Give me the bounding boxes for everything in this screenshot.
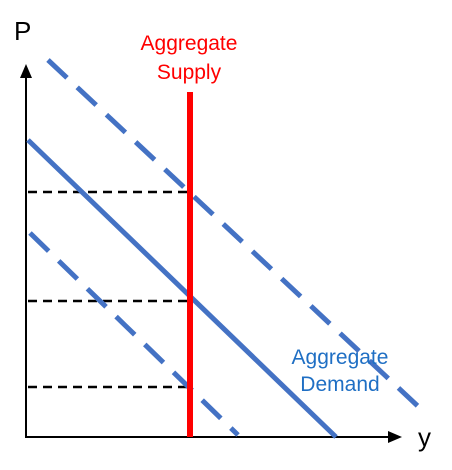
x-axis-label: y — [418, 422, 431, 452]
y-axis-arrow-icon — [20, 64, 32, 78]
y-axis-label: P — [14, 16, 31, 46]
x-axis-arrow-icon — [388, 431, 402, 443]
aggregate-demand-label-line2: Demand — [300, 373, 379, 396]
aggregate-demand-shifted-left — [28, 231, 240, 437]
aggregate-supply-label-line1: Aggregate — [141, 32, 238, 55]
aggregate-demand-curve — [26, 138, 338, 439]
aggregate-demand-label-line1: Aggregate — [292, 346, 389, 369]
aggregate-supply-label-line2: Supply — [157, 61, 222, 84]
aggregate-demand-shifted-right — [46, 58, 424, 412]
